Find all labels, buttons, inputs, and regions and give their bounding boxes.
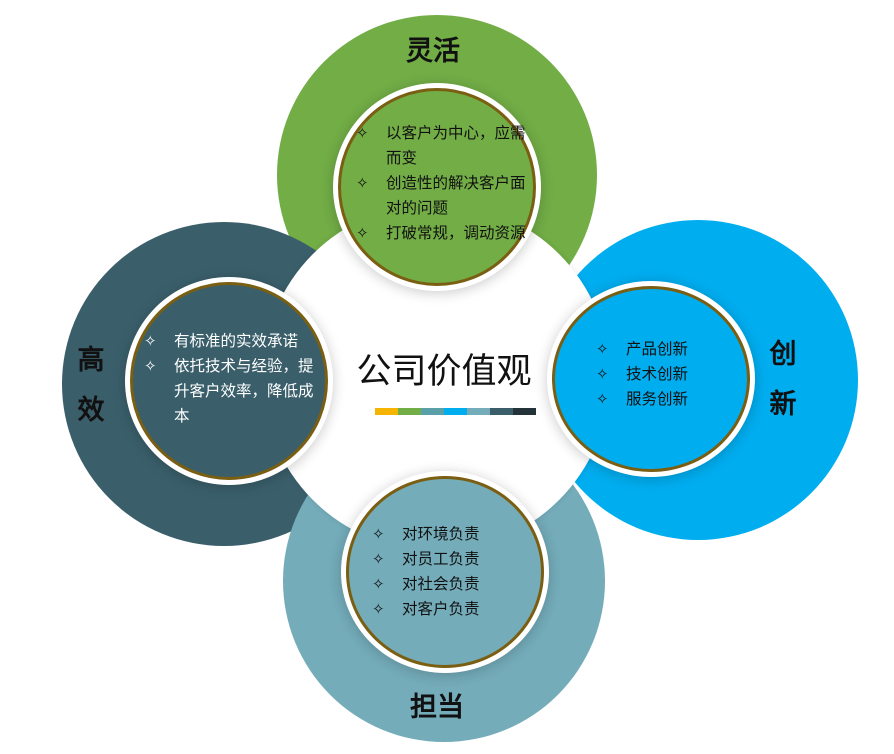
- color-bar-segment: [398, 408, 421, 415]
- star-bullet-icon: ✧: [356, 224, 369, 242]
- list-responsibility: ✧ 对环境负责 ✧ 对员工负责 ✧ 对社会负责 ✧ 对客户负责: [372, 522, 522, 622]
- star-bullet-icon: ✧: [596, 390, 609, 408]
- color-bar: [375, 408, 536, 415]
- inner-circle-flexible: [338, 88, 536, 286]
- label-innovation: 创 新: [768, 330, 798, 430]
- list-item-text: 对环境负责: [402, 525, 480, 543]
- star-bullet-icon: ✧: [372, 550, 385, 568]
- list-item: ✧ 对环境负责: [372, 522, 522, 547]
- list-item: ✧ 产品创新: [596, 337, 736, 362]
- label-innovation-char: 创: [769, 339, 797, 370]
- star-bullet-icon: ✧: [356, 124, 369, 142]
- list-item: ✧ 服务创新: [596, 387, 736, 412]
- label-flexible: 灵活: [406, 36, 460, 67]
- diagram-title: 公司价值观: [356, 352, 532, 392]
- color-bar-segment: [513, 408, 536, 415]
- star-bullet-icon: ✧: [144, 332, 157, 350]
- color-bar-segment: [444, 408, 467, 415]
- list-item-text: 有标准的实效承诺: [174, 332, 299, 350]
- list-item: ✧ 依托技术与经验，提升客户效率，降低成本: [144, 354, 314, 429]
- list-item: ✧ 对社会负责: [372, 572, 522, 597]
- color-bar-segment: [467, 408, 490, 415]
- list-item: ✧ 以客户为中心，应需而变: [356, 121, 526, 171]
- list-item: ✧ 打破常规，调动资源: [356, 221, 526, 246]
- list-item-text: 对员工负责: [402, 550, 480, 568]
- color-bar-segment: [421, 408, 444, 415]
- list-item: ✧ 技术创新: [596, 362, 736, 387]
- list-item: ✧ 对员工负责: [372, 547, 522, 572]
- inner-circle-innovation: [552, 286, 750, 472]
- inner-circle-responsibility: [346, 476, 544, 668]
- label-efficient-char: 效: [77, 395, 105, 426]
- label-efficient-char: 高: [77, 345, 105, 376]
- star-bullet-icon: ✧: [372, 525, 385, 543]
- list-innovation: ✧ 产品创新 ✧ 技术创新 ✧ 服务创新: [596, 337, 736, 412]
- color-bar-segment: [375, 408, 398, 415]
- list-item-text: 对客户负责: [402, 600, 480, 618]
- list-item-text: 打破常规，调动资源: [386, 224, 526, 242]
- star-bullet-icon: ✧: [356, 174, 369, 192]
- list-item-text: 创造性的解决客户面对的问题: [386, 174, 526, 217]
- star-bullet-icon: ✧: [596, 365, 609, 383]
- list-item: ✧ 有标准的实效承诺: [144, 329, 314, 354]
- list-item-text: 依托技术与经验，提升客户效率，降低成本: [174, 357, 314, 425]
- color-bar-segment: [490, 408, 513, 415]
- label-responsibility: 担当: [410, 692, 464, 723]
- list-item-text: 以客户为中心，应需而变: [386, 124, 526, 167]
- list-item: ✧ 对客户负责: [372, 597, 522, 622]
- star-bullet-icon: ✧: [372, 575, 385, 593]
- inner-circle-efficient: [130, 282, 328, 480]
- list-efficient: ✧ 有标准的实效承诺 ✧ 依托技术与经验，提升客户效率，降低成本: [144, 329, 314, 429]
- star-bullet-icon: ✧: [372, 600, 385, 618]
- star-bullet-icon: ✧: [144, 357, 157, 375]
- list-item-text: 产品创新: [626, 340, 689, 358]
- label-innovation-char: 新: [769, 389, 797, 420]
- list-item: ✧ 创造性的解决客户面对的问题: [356, 171, 526, 221]
- list-item-text: 服务创新: [626, 390, 689, 408]
- label-efficient: 高 效: [76, 336, 106, 436]
- list-item-text: 对社会负责: [402, 575, 480, 593]
- list-item-text: 技术创新: [626, 365, 689, 383]
- star-bullet-icon: ✧: [596, 340, 609, 358]
- list-flexible: ✧ 以客户为中心，应需而变 ✧ 创造性的解决客户面对的问题 ✧ 打破常规，调动资源: [356, 121, 526, 246]
